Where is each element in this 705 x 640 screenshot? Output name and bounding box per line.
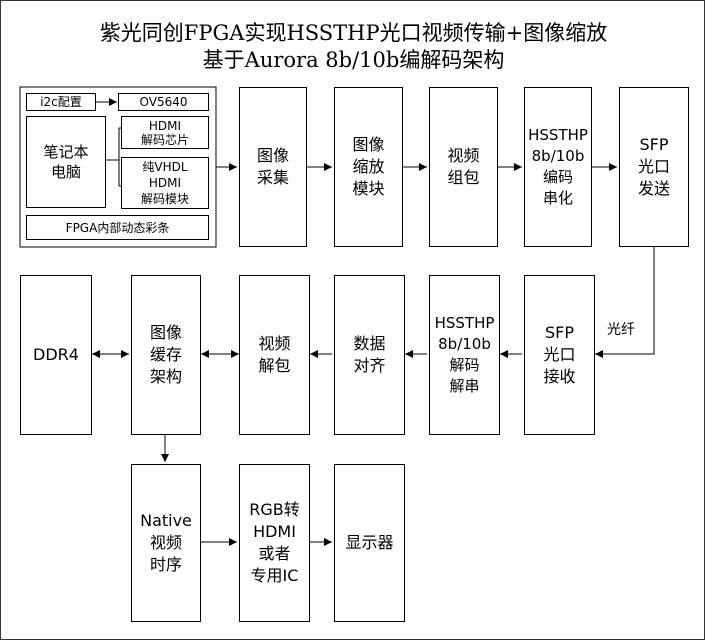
ddr4-box: DDR4 <box>20 275 92 435</box>
laptop-box: 笔记本 电脑 <box>26 116 106 208</box>
fiber-label: 光纤 <box>607 322 635 338</box>
title-line-2: 基于Aurora 8b/10b编解码架构 <box>202 48 505 72</box>
native-timing-box: Native 视频 时序 <box>131 464 201 622</box>
image-capture-box: 图像 采集 <box>239 87 307 247</box>
flow-arrows <box>92 163 655 546</box>
i2c-config-box: i2c配置 <box>26 93 96 111</box>
fpga-color-bar-box: FPGA内部动态彩条 <box>26 215 209 240</box>
hssthp-encoder-box: HSSTHP 8b/10b 编码 串化 <box>524 87 592 247</box>
ov5640-box: OV5640 <box>118 93 209 111</box>
rgb-to-hdmi-box: RGB转 HDMI 或者 专用IC <box>239 464 310 622</box>
sfp-receive-box: SFP 光口 接收 <box>524 275 595 435</box>
display-box: 显示器 <box>334 464 405 622</box>
image-buffer-box: 图像 缓存 架构 <box>131 275 201 435</box>
hdmi-decoder-chip-box: HDMI 解码芯片 <box>121 116 209 149</box>
image-scaler-box: 图像 缩放 模块 <box>334 87 403 247</box>
video-packer-box: 视频 组包 <box>429 87 498 247</box>
sfp-transmit-box: SFP 光口 发送 <box>619 87 689 247</box>
title-line-1: 紫光同创FPGA实现HSSTHP光口视频传输+图像缩放 <box>99 21 608 45</box>
vhdl-hdmi-decoder-box: 纯VHDL HDMI 解码模块 <box>121 157 209 209</box>
laptop-branches <box>96 98 121 187</box>
data-align-box: 数据 对齐 <box>334 275 405 435</box>
video-unpack-box: 视频 解包 <box>239 275 310 435</box>
hssthp-decoder-box: HSSTHP 8b/10b 解码 解串 <box>429 275 500 435</box>
